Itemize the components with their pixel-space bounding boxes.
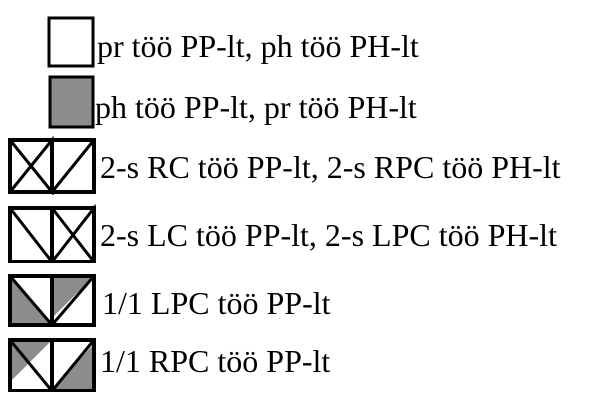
legend-row-lpc: 1/1 LPC töö PP-lt [0, 268, 609, 328]
left-cross-icon [8, 203, 96, 263]
legend-label: ph töö PP-lt, pr töö PH-lt [95, 89, 417, 125]
legend-row-purl: ph töö PP-lt, pr töö PH-lt [0, 70, 609, 130]
left-purl-cross-icon [8, 274, 96, 327]
legend-label: 2-s LC töö PP-lt, 2-s LPC töö PH-lt [100, 217, 557, 253]
legend-row-rpc: 1/1 RPC töö PP-lt [0, 332, 609, 392]
right-cross-icon [8, 135, 96, 195]
gray-square-icon [48, 75, 95, 129]
legend-label: 1/1 LPC töö PP-lt [102, 285, 331, 321]
white-square-icon [47, 16, 95, 68]
right-purl-cross-icon [8, 338, 96, 392]
legend-row-rc: 2-s RC töö PP-lt, 2-s RPC töö PH-lt [0, 135, 609, 195]
legend-label: 2-s RC töö PP-lt, 2-s RPC töö PH-lt [100, 149, 561, 185]
legend-row-knit: pr töö PP-lt, ph töö PH-lt [0, 10, 609, 70]
legend-row-lc: 2-s LC töö PP-lt, 2-s LPC töö PH-lt [0, 203, 609, 263]
legend-label: 1/1 RPC töö PP-lt [100, 343, 331, 379]
legend-label: pr töö PP-lt, ph töö PH-lt [97, 28, 419, 64]
